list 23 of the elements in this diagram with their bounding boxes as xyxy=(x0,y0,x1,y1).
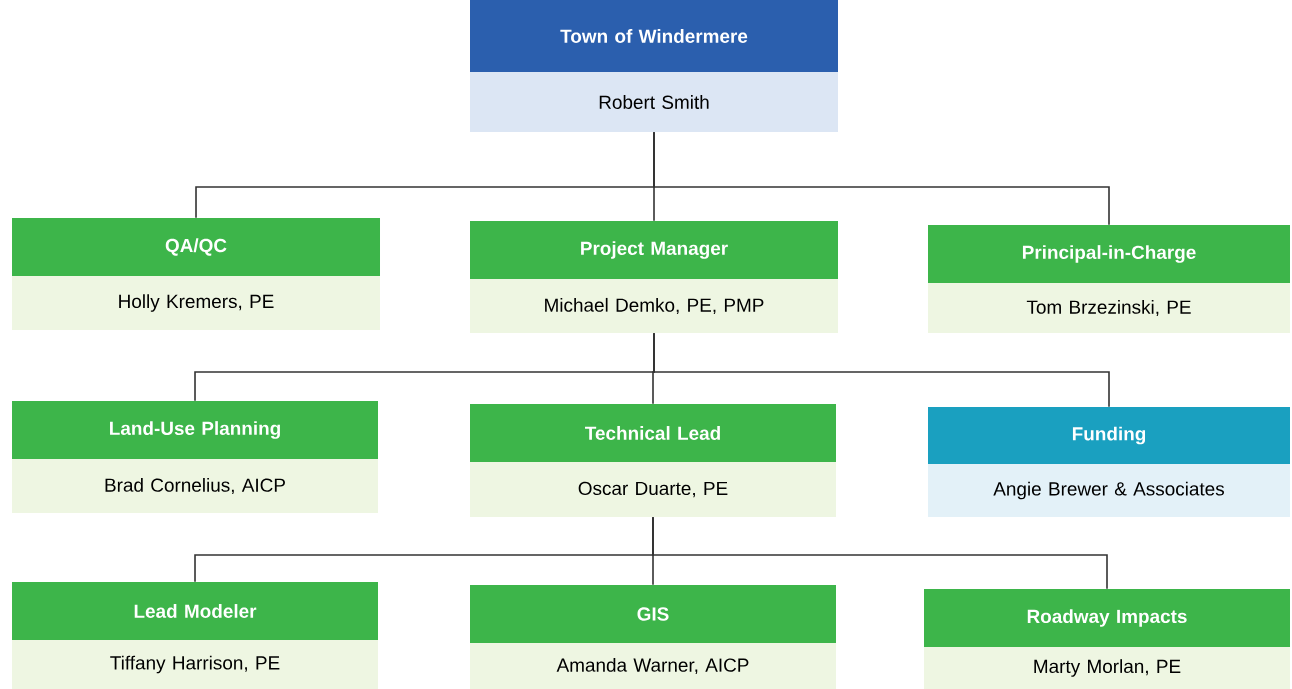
name-band: Amanda Warner, AICP xyxy=(470,643,836,689)
connector-line xyxy=(653,332,1110,408)
header-band: Land-Use Planning xyxy=(12,401,378,459)
name-band: Robert Smith xyxy=(470,72,838,132)
connector-line xyxy=(652,516,1108,590)
header-band: Lead Modeler xyxy=(12,582,378,640)
header-band: Town of Windermere xyxy=(470,0,838,72)
header-band: Technical Lead xyxy=(470,404,836,462)
header-band: Funding xyxy=(928,407,1290,464)
header-band: GIS xyxy=(470,585,836,643)
header-band: QA/QC xyxy=(12,218,380,276)
name-band: Tiffany Harrison, PE xyxy=(12,640,378,689)
name-band: Oscar Duarte, PE xyxy=(470,462,836,517)
header-band: Roadway Impacts xyxy=(924,589,1290,647)
header-band: Principal-in-Charge xyxy=(928,225,1290,283)
name-band: Michael Demko, PE, PMP xyxy=(470,279,838,333)
name-band: Brad Cornelius, AICP xyxy=(12,459,378,513)
name-band: Angie Brewer & Associates xyxy=(928,464,1290,517)
header-band: Project Manager xyxy=(470,221,838,279)
connector-line xyxy=(653,131,1110,226)
name-band: Marty Morlan, PE xyxy=(924,647,1290,689)
name-band: Holly Kremers, PE xyxy=(12,276,380,330)
name-band: Tom Brzezinski, PE xyxy=(928,283,1290,333)
